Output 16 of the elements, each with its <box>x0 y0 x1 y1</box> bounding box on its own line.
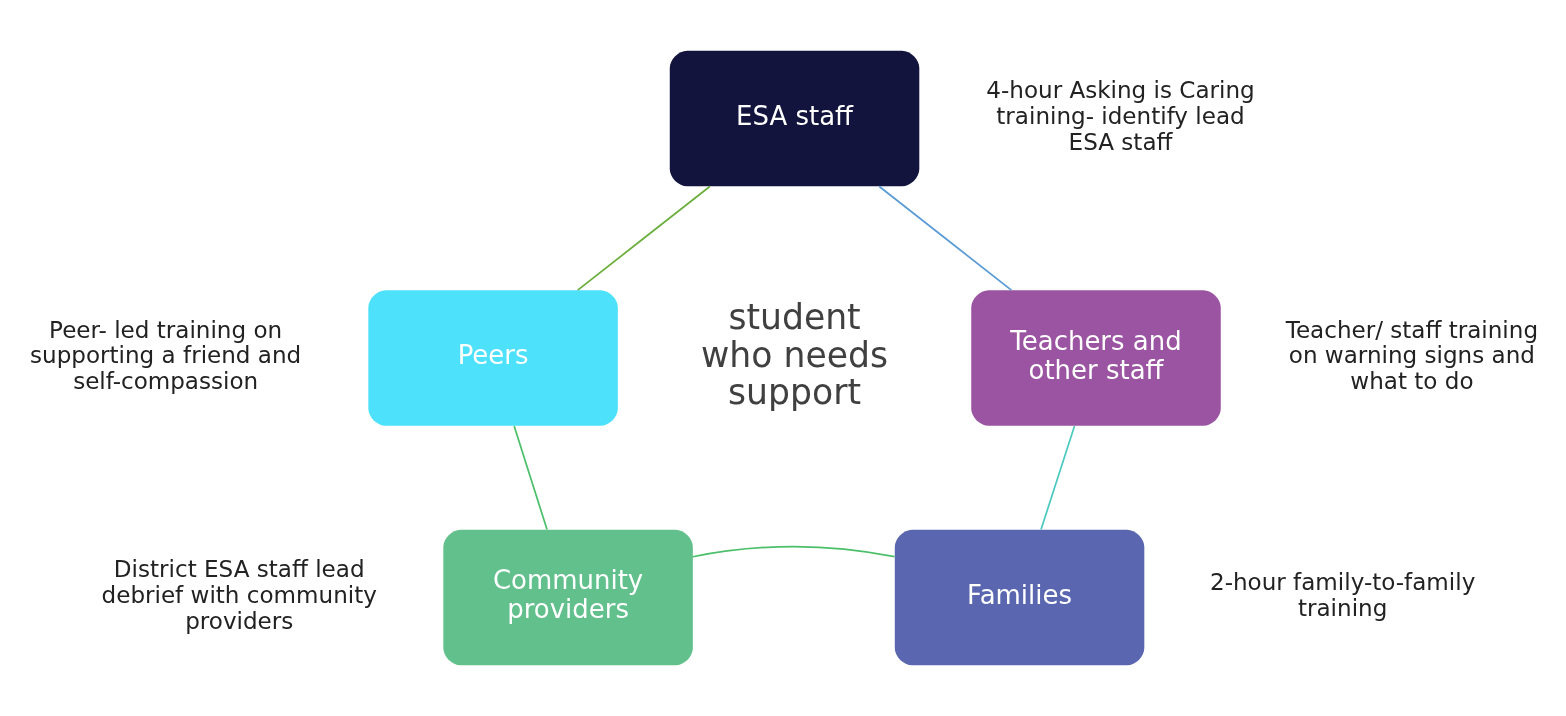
connector <box>692 545 896 558</box>
node-label: Peer- led training on supporting a friend and self-compassion <box>30 316 302 395</box>
node-box: Teachers and other staff <box>971 290 1221 426</box>
node-box: Peers <box>368 290 618 426</box>
connector <box>878 185 1013 291</box>
connector <box>576 185 711 291</box>
connector <box>513 425 548 531</box>
connector <box>1040 425 1076 531</box>
node-label: Teacher/ staff training on warning signs and what to do <box>1285 316 1539 395</box>
node-box: ESA staff <box>669 50 920 187</box>
node-label: 4-hour Asking is Caring training- identify lead ESA staff <box>986 77 1255 156</box>
node-box: Community providers <box>443 529 693 666</box>
node-box: Families <box>894 529 1145 666</box>
label: student who needs support <box>701 297 889 413</box>
node-label: 2-hour family-to-family training <box>1209 568 1476 621</box>
node-label: District ESA staff lead debrief with community providers <box>101 555 377 634</box>
